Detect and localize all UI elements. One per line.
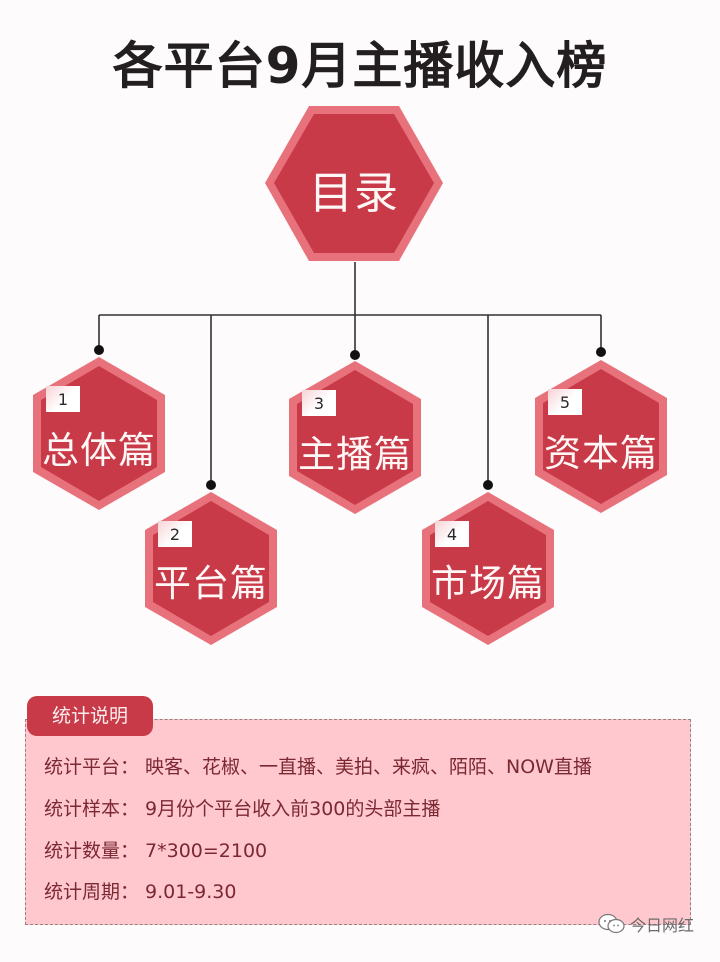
note-key: 统计平台： [44, 756, 140, 778]
note-key: 统计数量： [44, 840, 140, 862]
watermark: 今日网红 [598, 912, 694, 936]
section-label: 市场篇 [431, 562, 545, 605]
root-hexagon: 目录 [264, 105, 444, 262]
note-value: 9月份个平台收入前300的头部主播 [145, 798, 441, 820]
section-label: 总体篇 [42, 429, 156, 472]
section-number-badge: 1 [46, 386, 80, 412]
section-number-badge: 2 [158, 521, 192, 547]
section-hexagon-4[interactable]: 4 市场篇 [421, 491, 555, 646]
note-key: 统计周期： [44, 881, 140, 903]
section-number-badge: 5 [548, 389, 582, 415]
hexagon-shape [265, 106, 443, 261]
section-hexagon-1[interactable]: 1 总体篇 [32, 356, 166, 511]
page-title: 各平台9月主播收入榜 [112, 37, 608, 95]
note-row-period: 统计周期：9.01-9.30 [44, 877, 236, 904]
section-number-badge: 4 [435, 521, 469, 547]
note-value: 映客、花椒、一直播、美拍、来疯、陌陌、NOW直播 [145, 756, 592, 778]
note-value: 7*300=2100 [145, 840, 268, 862]
watermark-text: 今日网红 [630, 916, 695, 935]
section-number-badge: 3 [302, 390, 336, 416]
note-row-count: 统计数量：7*300=2100 [44, 836, 267, 863]
notes-heading-tab: 统计说明 [27, 696, 153, 736]
section-hexagon-2[interactable]: 2 平台篇 [144, 491, 278, 646]
section-label: 主播篇 [298, 433, 412, 476]
note-row-sample: 统计样本：9月份个平台收入前300的头部主播 [44, 794, 440, 821]
section-label: 平台篇 [154, 562, 268, 605]
section-label: 资本篇 [544, 432, 658, 475]
note-row-platforms: 统计平台：映客、花椒、一直播、美拍、来疯、陌陌、NOW直播 [44, 752, 592, 779]
note-value: 9.01-9.30 [145, 881, 237, 903]
section-hexagon-5[interactable]: 5 资本篇 [534, 359, 668, 514]
statistics-notes-panel: 统计平台：映客、花椒、一直播、美拍、来疯、陌陌、NOW直播 统计样本：9月份个平… [25, 719, 691, 925]
note-key: 统计样本： [44, 798, 140, 820]
section-hexagon-3[interactable]: 3 主播篇 [288, 360, 422, 515]
root-label: 目录 [309, 168, 399, 219]
wechat-icon [598, 913, 625, 934]
